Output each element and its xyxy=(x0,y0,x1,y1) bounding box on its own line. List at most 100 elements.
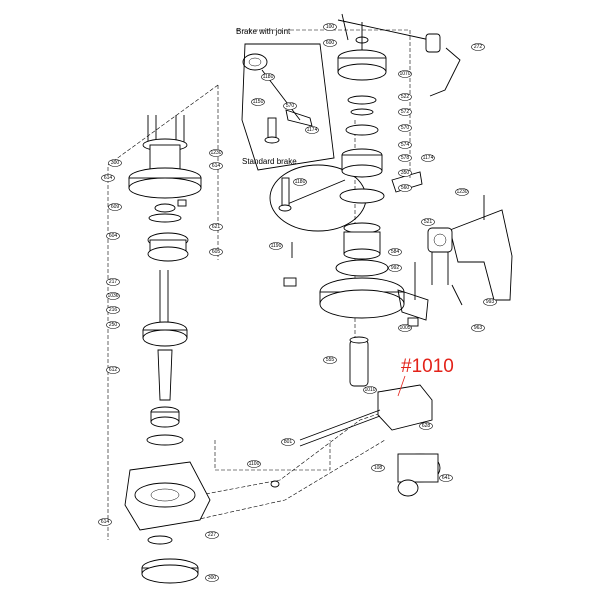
callout: 1190 xyxy=(269,242,283,250)
callout: 584 xyxy=(388,248,402,256)
caption-brake-with-joint: Brake with joint xyxy=(236,27,291,36)
caption-standard-brake: Standard brake xyxy=(242,157,297,166)
svg-text:1174: 1174 xyxy=(307,127,318,133)
callout: 272 xyxy=(471,43,485,51)
callout: 1230 xyxy=(209,149,223,157)
svg-text:1174: 1174 xyxy=(423,155,434,161)
svg-text:521: 521 xyxy=(424,219,433,225)
svg-text:1150: 1150 xyxy=(253,99,264,105)
svg-text:227: 227 xyxy=(208,532,217,538)
svg-text:604: 604 xyxy=(109,233,118,239)
callout: 216 xyxy=(106,306,120,314)
svg-text:1070: 1070 xyxy=(399,71,410,77)
callout: 350 xyxy=(398,169,412,177)
callout: 993 xyxy=(483,298,497,306)
callout: 614 xyxy=(209,162,223,170)
callout: 1036 xyxy=(106,292,120,300)
callout: 1174 xyxy=(421,154,435,162)
svg-text:1230: 1230 xyxy=(210,150,221,156)
highlight-part-number: #1010 xyxy=(401,356,454,377)
callout: 628 xyxy=(419,422,433,430)
svg-text:1190: 1190 xyxy=(271,243,282,249)
callout: 609 xyxy=(108,203,122,211)
svg-text:614: 614 xyxy=(104,175,113,181)
callout: 614 xyxy=(98,518,112,526)
svg-text:300: 300 xyxy=(208,575,217,581)
svg-text:1230: 1230 xyxy=(456,189,467,195)
callout: 555 xyxy=(323,356,337,364)
svg-text:574: 574 xyxy=(401,142,410,148)
svg-text:1180: 1180 xyxy=(263,74,274,80)
callout: 108 xyxy=(371,464,385,472)
callout: 1174 xyxy=(305,126,319,134)
callout: 1180 xyxy=(293,178,307,186)
callout: 100 xyxy=(323,23,337,31)
callout: 992 xyxy=(388,264,402,272)
svg-text:609: 609 xyxy=(111,204,120,210)
callout: 574 xyxy=(398,141,412,149)
svg-text:605: 605 xyxy=(212,249,221,255)
callout: 521 xyxy=(421,218,435,226)
left-base-housing xyxy=(124,461,211,584)
callout: 1180 xyxy=(261,73,275,81)
svg-text:1005: 1005 xyxy=(399,325,410,331)
svg-text:584: 584 xyxy=(391,249,400,255)
callout: 801 xyxy=(281,438,295,446)
callout: 560 xyxy=(398,184,412,192)
callout: 570 xyxy=(283,102,297,110)
callout: 604 xyxy=(106,232,120,240)
svg-text:216: 216 xyxy=(109,307,118,313)
svg-text:572: 572 xyxy=(401,109,410,115)
callout: 1230 xyxy=(455,188,469,196)
callout: 578 xyxy=(398,154,412,162)
svg-text:570: 570 xyxy=(401,125,410,131)
svg-text:628: 628 xyxy=(422,423,431,429)
callout: 572 xyxy=(398,108,412,116)
svg-text:801: 801 xyxy=(284,439,293,445)
callout: 1005 xyxy=(398,324,412,332)
svg-text:1100: 1100 xyxy=(249,461,260,467)
callout: 963 xyxy=(471,324,485,332)
svg-text:1010: 1010 xyxy=(364,387,375,393)
svg-text:272: 272 xyxy=(474,44,483,50)
svg-text:100: 100 xyxy=(326,24,335,30)
svg-text:300: 300 xyxy=(111,160,120,166)
callout: 522 xyxy=(398,93,412,101)
svg-text:108: 108 xyxy=(374,465,383,471)
svg-text:614: 614 xyxy=(101,519,110,525)
callouts: 100 600 272 1070 522 572 570 574 578 117… xyxy=(98,23,497,582)
right-cover xyxy=(427,195,513,301)
svg-text:993: 993 xyxy=(486,299,495,305)
svg-text:560: 560 xyxy=(401,185,410,191)
svg-text:600: 600 xyxy=(326,40,335,46)
callout: 614 xyxy=(101,174,115,182)
callout: 300 xyxy=(205,574,219,582)
left-upper-housing xyxy=(128,115,202,262)
callout: 641 xyxy=(439,474,453,482)
callout: 1150 xyxy=(251,98,265,106)
brake-with-joint-detail xyxy=(241,43,335,171)
callout: 600 xyxy=(323,39,337,47)
svg-text:250: 250 xyxy=(109,322,118,328)
callout: 1010 xyxy=(363,386,377,394)
callout: 1100 xyxy=(247,460,261,468)
svg-text:217: 217 xyxy=(109,279,118,285)
left-shaft-gear xyxy=(142,270,188,446)
callout: 250 xyxy=(106,321,120,329)
svg-text:555: 555 xyxy=(326,357,335,363)
svg-text:350: 350 xyxy=(401,170,410,176)
callout: 300 xyxy=(108,159,122,167)
svg-text:992: 992 xyxy=(391,265,400,271)
callout: 227 xyxy=(205,531,219,539)
svg-text:641: 641 xyxy=(442,475,451,481)
svg-text:522: 522 xyxy=(401,94,410,100)
callout: 217 xyxy=(106,278,120,286)
top-capstan-stack xyxy=(319,13,461,321)
svg-text:570: 570 xyxy=(286,103,295,109)
svg-text:621: 621 xyxy=(212,224,221,230)
svg-text:578: 578 xyxy=(401,155,410,161)
svg-text:614: 614 xyxy=(212,163,221,169)
svg-text:1036: 1036 xyxy=(107,293,118,299)
callout: 612 xyxy=(106,366,120,374)
